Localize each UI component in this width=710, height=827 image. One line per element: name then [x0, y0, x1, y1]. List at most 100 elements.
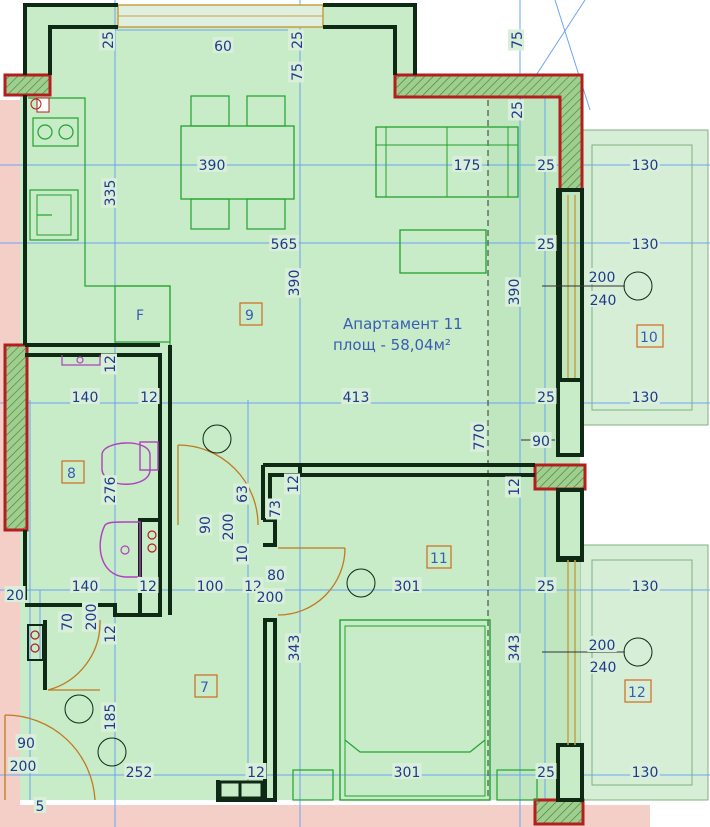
dim-390-living: 390: [285, 268, 303, 298]
dim-12-hall: 12: [137, 577, 159, 595]
dim-240-balcony12: 240: [588, 658, 618, 676]
wc-valve-1: [30, 630, 40, 640]
dimension-label-bg: [285, 633, 301, 663]
dimension-label-bg: [4, 586, 26, 602]
dimension-label-bg: [233, 543, 249, 565]
dim-200-balcony12: 200: [587, 636, 617, 654]
wc-cabinet: [27, 624, 44, 661]
dim-90-door: 90: [196, 514, 214, 536]
dimension-label-text: 130: [632, 765, 659, 781]
dimension-label-text: 90: [17, 736, 35, 752]
room-labels: 9 8 7 10 11 12: [61, 302, 664, 703]
dim-80-bed-door: 80: [265, 566, 287, 584]
nightstand-right: [496, 769, 538, 801]
neighbor-strip-bottom: [0, 805, 650, 827]
dimension-label-bg: [588, 291, 618, 307]
dimension-label-text: 240: [590, 293, 617, 309]
dim-130-balcony-c: 130: [630, 388, 660, 406]
dim-140-hall: 140: [70, 577, 100, 595]
dim-25-balcony-b: 25: [535, 235, 557, 253]
dim-25-balcony-a: 25: [535, 156, 557, 174]
washbasin-drain: [120, 545, 130, 555]
dim-75-top-right: 75: [508, 29, 526, 51]
column-top-left: [3, 73, 52, 97]
dimension-label-text: 60: [214, 39, 232, 55]
dimension-label-text: 390: [287, 270, 303, 297]
bed-mattress: [344, 625, 486, 797]
dimension-label-text: 20: [6, 588, 24, 604]
dimension-label-bg: [101, 178, 117, 208]
dimension-label-text: 335: [103, 180, 119, 207]
dim-90: 90: [530, 432, 552, 450]
dimension-label-bg: [470, 422, 486, 452]
dimension-label-text: 200: [589, 638, 616, 654]
chair-top-right: [246, 95, 286, 127]
bath-shelf-knob: [76, 356, 84, 364]
dimension-label-bg: [630, 763, 660, 779]
dim-70-wc-door: 70: [58, 611, 76, 633]
dimension-label-bg: [195, 577, 225, 593]
room-11-label: 11: [430, 551, 448, 567]
dim-75-top-mid: 75: [288, 61, 306, 83]
dim-12-bath-top: 12: [101, 353, 119, 375]
dimension-label-bg: [630, 388, 660, 404]
dimension-label-text: 200: [221, 514, 237, 541]
dim-10: 10: [233, 543, 251, 565]
dimension-label-text: 140: [72, 390, 99, 406]
dimension-label-bg: [219, 512, 235, 542]
dimension-label-text: 185: [103, 704, 119, 731]
dimension-label-bg: [535, 235, 557, 251]
dimension-label-bg: [392, 577, 422, 593]
dim-12-bottom: 12: [245, 763, 267, 781]
dimension-label-bg: [630, 577, 660, 593]
column-left: [3, 343, 29, 532]
dimension-label-text: 25: [290, 31, 306, 49]
dimension-label-bg: [630, 156, 660, 172]
dimension-label-bg: [137, 577, 159, 593]
dim-185: 185: [101, 702, 119, 732]
dimension-label-text: 175: [454, 158, 481, 174]
dimension-label-text: 12: [286, 475, 302, 493]
stove-burner-1: [37, 124, 53, 140]
dimension-label-bg: [15, 734, 37, 750]
dimension-label-bg: [530, 432, 552, 448]
dimension-label-text: 80: [267, 568, 285, 584]
room-11-box: [426, 545, 452, 569]
dimension-label-text: 25: [537, 158, 555, 174]
dim-200-door: 200: [219, 512, 237, 542]
dimension-label-bg: [197, 156, 227, 172]
dimension-label-bg: [124, 763, 154, 779]
dimension-label-text: 252: [126, 765, 153, 781]
column-right-mid: [533, 463, 587, 491]
dimension-label-text: 130: [632, 579, 659, 595]
nightstand-left: [292, 769, 334, 801]
dimension-label-text: 70: [60, 613, 76, 631]
chair-bottom-right: [246, 198, 286, 230]
dimension-label-text: 343: [507, 635, 523, 662]
room-10-label: 10: [640, 330, 658, 346]
dim-413: 413: [341, 388, 371, 406]
dimension-label-text: 200: [84, 604, 100, 631]
dim-276: 276: [101, 475, 119, 505]
dimension-label-bg: [58, 611, 74, 633]
room-7-box: [194, 674, 218, 698]
dim-12-bed-top: 12: [284, 473, 302, 495]
dimension-label-text: 25: [537, 765, 555, 781]
dim-25-bottom: 25: [535, 763, 557, 781]
dim-301-bottom: 301: [392, 763, 422, 781]
bed-blanket: [344, 739, 486, 753]
apartment-area: площ - 58,04м²: [333, 336, 451, 354]
apartment-title: Апартамент 11: [343, 315, 463, 333]
dim-252: 252: [124, 763, 154, 781]
dimension-label-bg: [196, 514, 212, 536]
dimension-label-text: 25: [101, 31, 117, 49]
dim-343-left: 343: [285, 633, 303, 663]
dim-90-entry: 90: [15, 734, 37, 752]
dimension-label-text: 130: [632, 390, 659, 406]
dimension-label-bg: [265, 566, 287, 582]
dimension-label-bg: [266, 498, 282, 520]
dim-200-wc-door: 200: [82, 602, 100, 632]
dimension-label-bg: [341, 388, 371, 404]
dimension-label-bg: [508, 99, 524, 121]
